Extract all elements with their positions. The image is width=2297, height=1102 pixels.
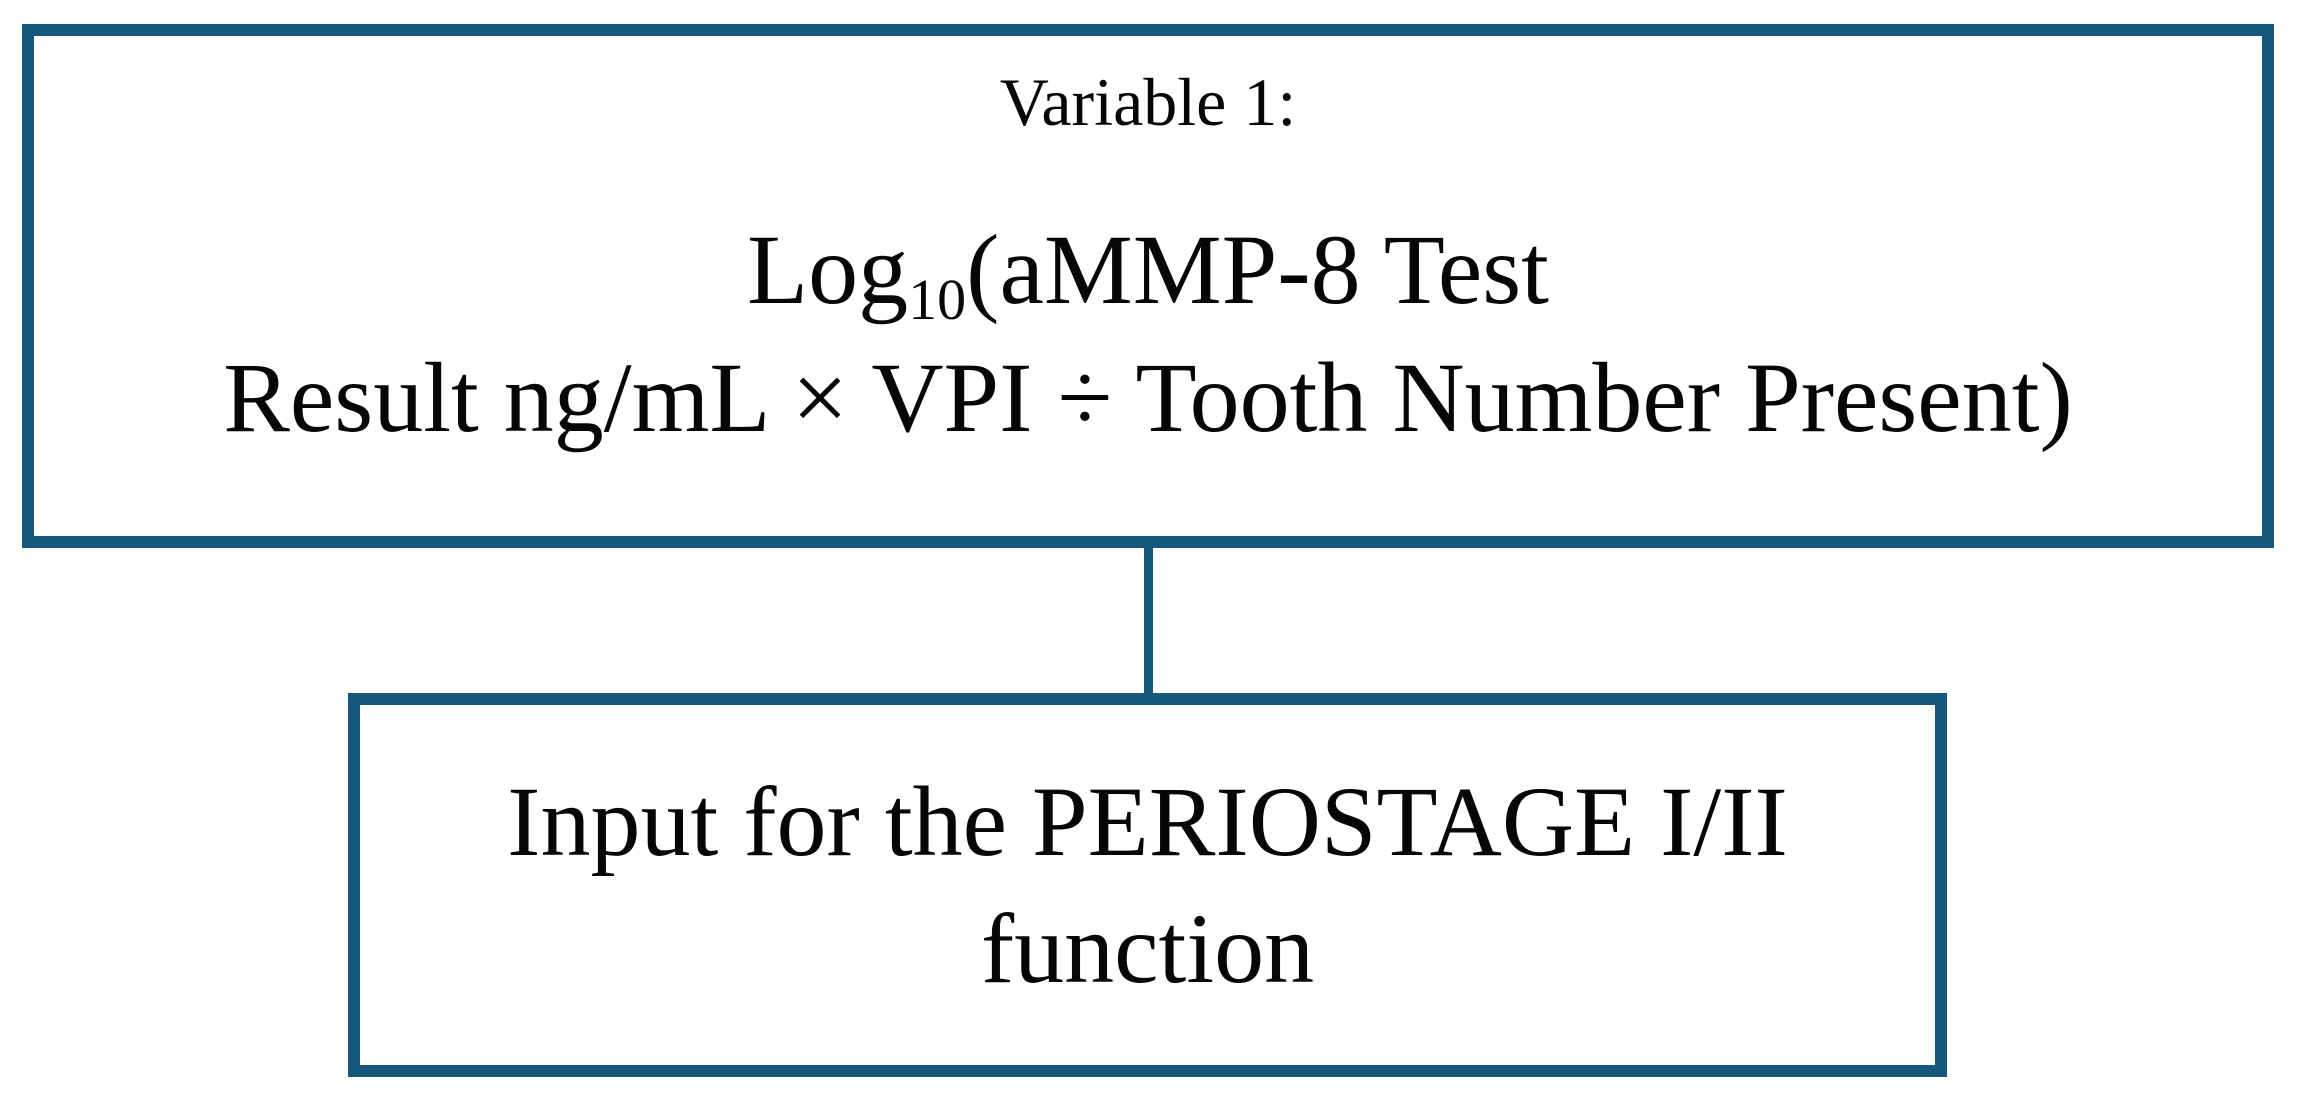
variable-1-formula: Log10(aMMP-8 Test Result ng/mL × VPI ÷ T…: [223, 206, 2073, 462]
formula-line-1: Log10(aMMP-8 Test: [223, 206, 2073, 334]
periostage-input-box: Input for the PERIOSTAGE I/II function: [348, 693, 1947, 1077]
periostage-input-line-1: Input for the PERIOSTAGE I/II: [507, 766, 1788, 877]
formula-log-text: Log: [747, 213, 909, 325]
variable-1-box: Variable 1: Log10(aMMP-8 Test Result ng/…: [22, 24, 2274, 548]
variable-1-title: Variable 1:: [999, 64, 1297, 140]
connector-line: [1144, 548, 1153, 695]
formula-line-2: Result ng/mL × VPI ÷ Tooth Number Presen…: [223, 341, 2073, 453]
formula-line-1-rest: (aMMP-8 Test: [966, 213, 1549, 325]
formula-log-subscript: 10: [908, 266, 967, 332]
periostage-input-line-2: function: [980, 893, 1315, 1004]
